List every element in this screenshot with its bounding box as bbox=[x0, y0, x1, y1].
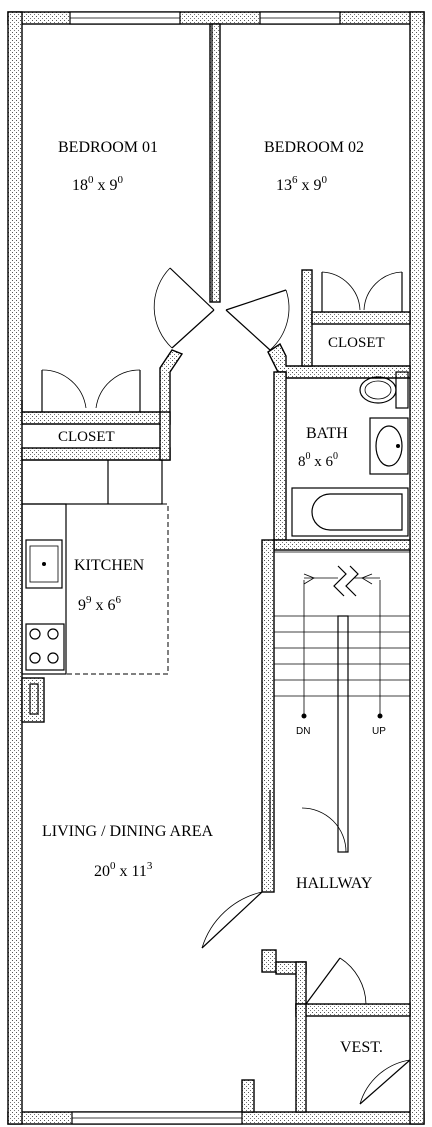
label-kitchen: KITCHEN 99 x 66 bbox=[74, 557, 145, 614]
living-door bbox=[201, 891, 263, 949]
svg-text:BATH: BATH bbox=[306, 425, 348, 442]
svg-text:200 x 113: 200 x 113 bbox=[94, 860, 153, 880]
label-hallway: HALLWAY bbox=[296, 875, 373, 892]
svg-text:BEDROOM 02: BEDROOM 02 bbox=[264, 139, 364, 156]
label-vestibule: VEST. bbox=[340, 1039, 383, 1056]
closet-right-doors bbox=[321, 271, 403, 312]
label-bath: BATH 80 x 60 bbox=[298, 425, 348, 470]
stair-up-label: UP bbox=[372, 726, 386, 737]
windows bbox=[69, 11, 341, 1125]
stair-down-label: DN bbox=[296, 726, 310, 737]
bath-fixtures bbox=[291, 371, 409, 537]
svg-text:BEDROOM 01: BEDROOM 01 bbox=[58, 139, 158, 156]
label-bedroom02: BEDROOM 02 136 x 90 bbox=[264, 139, 364, 194]
label-closet-right: CLOSET bbox=[328, 335, 385, 351]
bedroom-partition bbox=[209, 23, 221, 303]
closet-left-doors bbox=[41, 369, 141, 412]
svg-text:180 x 90: 180 x 90 bbox=[72, 174, 124, 194]
svg-text:LIVING / DINING AREA: LIVING / DINING AREA bbox=[42, 823, 214, 840]
vestibule-doors bbox=[305, 957, 411, 1105]
svg-text:136 x 90: 136 x 90 bbox=[276, 174, 328, 194]
label-living: LIVING / DINING AREA 200 x 113 bbox=[42, 823, 214, 880]
label-bedroom01: BEDROOM 01 180 x 90 bbox=[58, 139, 158, 194]
svg-text:KITCHEN: KITCHEN bbox=[74, 557, 145, 574]
svg-text:80 x 60: 80 x 60 bbox=[298, 451, 338, 470]
kitchen-walls bbox=[21, 459, 169, 723]
label-closet-left: CLOSET bbox=[58, 429, 115, 445]
vestibule-walls bbox=[241, 949, 411, 1113]
bath-closet-walls bbox=[267, 269, 411, 551]
bedroom-doors bbox=[153, 267, 290, 351]
bedroom01-closet-walls bbox=[21, 349, 184, 461]
stair-core bbox=[261, 539, 410, 893]
svg-text:99 x 66: 99 x 66 bbox=[78, 594, 122, 614]
